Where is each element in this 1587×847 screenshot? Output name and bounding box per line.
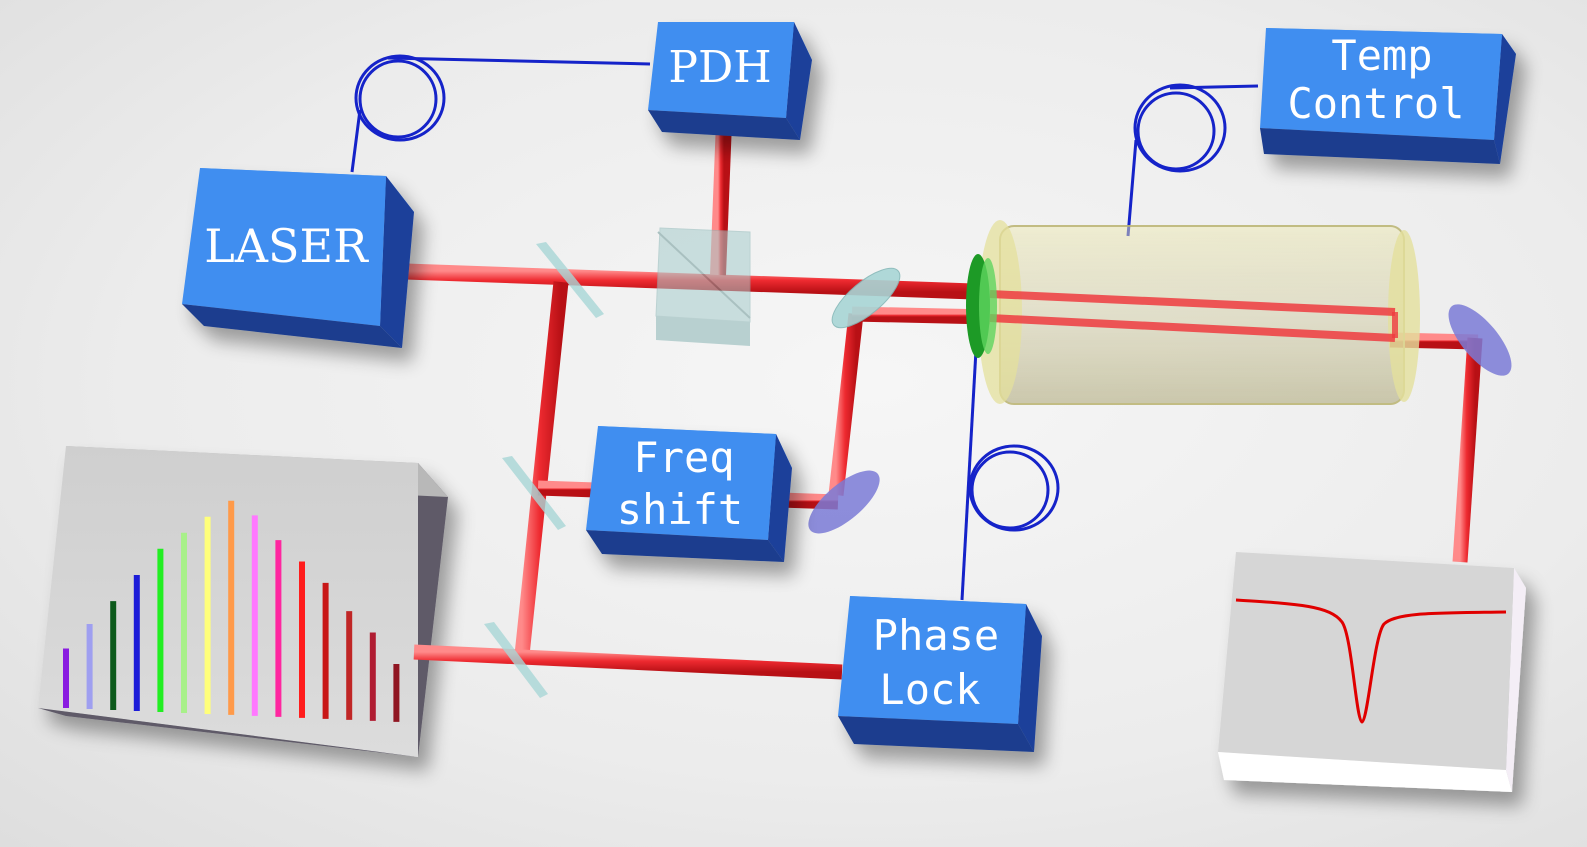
pdh-box[interactable]: PDH <box>648 22 812 140</box>
cavity-end-right <box>1388 230 1420 402</box>
cavity-internal-beam-1 <box>989 290 1396 316</box>
fiber-coil-icon <box>354 54 446 142</box>
spectrum-panel-side <box>418 463 448 757</box>
freq-label-line2: shift <box>617 485 743 534</box>
temp-label-line1: Temp <box>1331 31 1432 80</box>
fibers <box>350 54 1259 601</box>
frequency-comb-icon <box>63 500 400 722</box>
laser-label: LASER <box>204 219 369 273</box>
mirror-violet-right <box>1448 304 1512 376</box>
temp-control-box[interactable]: Temp Control <box>1260 28 1516 164</box>
laser-pdh-fiber <box>350 56 651 173</box>
mirror-top <box>831 267 901 329</box>
optical-cavity <box>966 220 1420 405</box>
beam-splitter-1 <box>536 242 604 318</box>
beam-to-detector <box>1452 337 1483 563</box>
fiber-coil-icon <box>1133 83 1227 173</box>
detector-panel-side <box>1506 568 1526 792</box>
beam-splitter-2 <box>502 456 566 530</box>
optics <box>484 227 1512 698</box>
detector-panel-bottom <box>1218 752 1512 792</box>
detector-display <box>1218 552 1526 792</box>
beam-to-freqshift <box>537 480 597 498</box>
spectrum-panel-face <box>38 446 418 757</box>
cavity-internal-beam-2 <box>989 314 1396 342</box>
freq-label-line1: Freq <box>633 433 734 482</box>
mirror-violet-mid <box>808 470 880 534</box>
freq-shift-box[interactable]: Freq shift <box>586 426 792 562</box>
beam-splitter-3 <box>484 622 548 698</box>
pdh-label: PDH <box>668 42 771 93</box>
detector-panel-face <box>1218 552 1514 770</box>
spectrum-panel-bottom <box>38 708 418 757</box>
temp-label-line2: Control <box>1287 79 1464 128</box>
beam-splitter-cube <box>655 227 751 346</box>
temp-fiber <box>1126 84 1259 237</box>
spectrum-analyzer <box>38 446 448 757</box>
beam-left-vertical <box>514 281 569 656</box>
beam-to-phaselock <box>413 644 843 680</box>
resonance-dip-icon <box>1235 598 1507 724</box>
phase-lock-box[interactable]: Phase Lock <box>838 596 1042 752</box>
phase-lock-fiber <box>960 349 978 601</box>
phase-label-line2: Lock <box>879 665 980 714</box>
beam-right-vertical <box>828 313 864 496</box>
laser-box[interactable]: LASER <box>182 168 414 348</box>
fiber-coil-icon <box>968 444 1060 532</box>
phase-label-line1: Phase <box>873 611 999 660</box>
